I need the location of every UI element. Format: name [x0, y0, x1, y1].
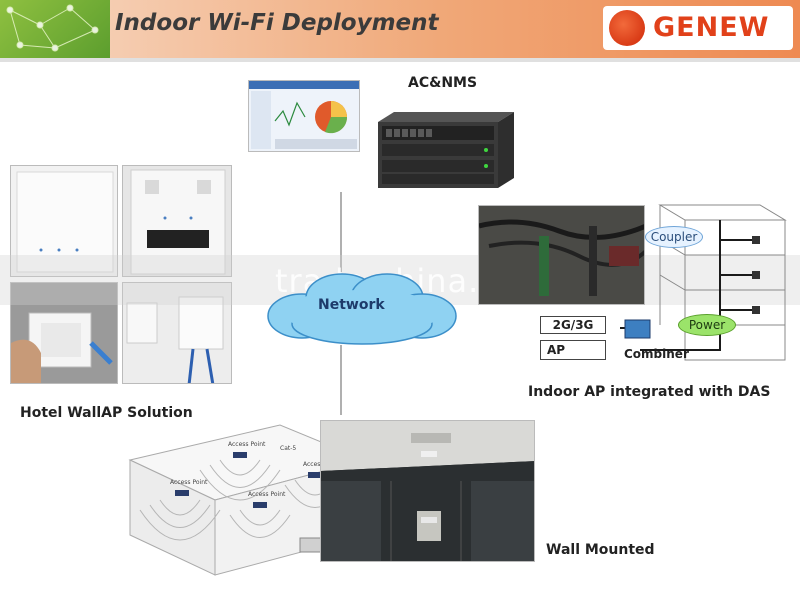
wallap-photo-ports [122, 165, 232, 277]
combiner-label: Combiner [624, 347, 689, 361]
indoor-das-label: Indoor AP integrated with DAS [528, 384, 771, 400]
network-cloud-icon [262, 268, 462, 348]
power-label: Power [678, 314, 736, 336]
coupler-label: Coupler [645, 226, 703, 248]
band-box: 2G/3G [540, 316, 606, 334]
wall-mounted-label: Wall Mounted [546, 542, 655, 558]
genew-logo-icon [609, 10, 645, 46]
header-banner: Indoor Wi-Fi Deployment GENEW [0, 0, 800, 58]
wallap-photo-mounted [122, 282, 232, 384]
page-title: Indoor Wi-Fi Deployment [115, 10, 439, 36]
header-divider [0, 58, 800, 62]
hotel-wallap-label: Hotel WallAP Solution [20, 405, 193, 421]
genew-logo: GENEW [603, 6, 793, 50]
ac-nms-label: AC&NMS [408, 75, 478, 91]
connector-bottom [340, 345, 342, 415]
wallap-photo-front [10, 165, 118, 277]
nms-screenshot [248, 80, 360, 152]
connector-top [340, 192, 342, 272]
cable-label: Cat-5 [280, 445, 296, 452]
network-label: Network [318, 297, 385, 313]
ap-box: AP [540, 340, 606, 360]
das-photo [478, 205, 645, 305]
access-point-label: Access Point [170, 479, 208, 486]
network-decoration [0, 0, 110, 58]
access-point-label: Access Point [248, 491, 286, 498]
wall-mounted-photo [320, 420, 535, 562]
logo-text: GENEW [653, 12, 770, 43]
wallap-photo-install [10, 282, 118, 384]
ac-server [368, 110, 516, 190]
access-point-label: Access Point [228, 441, 266, 448]
